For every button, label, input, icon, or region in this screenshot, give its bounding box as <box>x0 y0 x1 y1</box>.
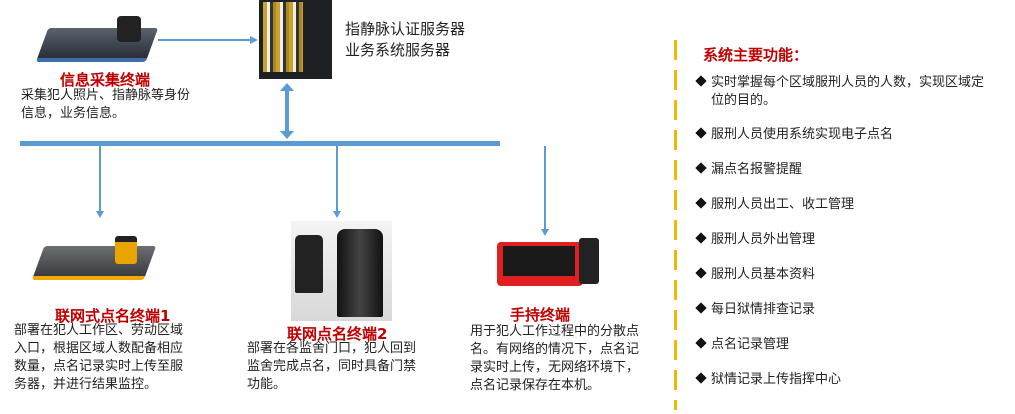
server-line: 业务系统服务器 <box>345 41 451 59</box>
feature-text: 漏点名报警提醒 <box>711 162 803 177</box>
arrow-head <box>333 211 341 218</box>
arrow-head <box>280 131 294 139</box>
arrow-head <box>541 229 549 236</box>
panel-divider <box>674 40 677 410</box>
desc-line: 采集犯人照片、指静脉等身份 <box>21 88 191 103</box>
feature-item: 服刑人员基本资料 <box>694 266 984 301</box>
arrow-head <box>96 211 104 218</box>
feature-item: 实时掌握每个区域服刑人员的人数，实现区域定位的目的。 <box>694 74 984 126</box>
server-line: 指静脉认证服务器 <box>345 20 466 38</box>
desc-line: 务器，并进行结果监控。 <box>14 377 158 392</box>
feature-text: 服刑人员使用系统实现电子点名 <box>711 127 894 142</box>
desc-line: 监舍完成点名，同时具备门禁 <box>247 359 417 374</box>
network-bus <box>20 141 500 146</box>
bus-to-terminal2-arrow <box>336 146 338 212</box>
diamond-bullet-icon <box>695 232 707 244</box>
feature-text: 位的目的。 <box>711 93 777 108</box>
feature-text: 实时掌握每个区域服刑人员的人数，实现区域定 <box>711 75 985 90</box>
arrow-head <box>280 83 294 91</box>
desc-line: 用于犯人工作过程中的分散点 <box>470 324 640 339</box>
terminal1-title: 联网式点名终端1 <box>55 307 171 325</box>
server-image <box>259 0 332 79</box>
terminal3-image <box>497 238 601 290</box>
feature-text: 点名记录管理 <box>711 337 790 352</box>
feature-text: 服刑人员外出管理 <box>711 232 816 247</box>
feature-text: 每日狱情排查记录 <box>711 302 816 317</box>
diamond-bullet-icon <box>695 267 707 279</box>
terminal3-desc: 用于犯人工作过程中的分散点 名。有网络的情况下，点名记 录实时上传，无网络环境下… <box>470 323 639 395</box>
collector-to-server-arrow <box>158 39 250 41</box>
diamond-bullet-icon <box>695 127 707 139</box>
desc-line: 信息，业务信息。 <box>21 106 126 121</box>
diamond-bullet-icon <box>695 75 707 87</box>
feature-item: 漏点名报警提醒 <box>694 161 984 196</box>
desc-line: 入口，根据区域人数配备相应 <box>14 341 184 356</box>
diamond-bullet-icon <box>695 162 707 174</box>
feature-item: 每日狱情排查记录 <box>694 301 984 336</box>
feature-item: 点名记录管理 <box>694 336 984 371</box>
desc-line: 录实时上传，无网络环境下， <box>470 360 640 375</box>
terminal2-image <box>291 221 392 321</box>
diamond-bullet-icon <box>695 302 707 314</box>
collector-device-image <box>35 14 159 70</box>
server-label: 指静脉认证服务器 业务系统服务器 <box>345 19 465 61</box>
collector-desc: 采集犯人照片、指静脉等身份 信息，业务信息。 <box>21 87 190 123</box>
feature-text: 服刑人员基本资料 <box>711 267 816 282</box>
desc-line: 点名记录保存在本机。 <box>470 378 601 393</box>
desc-line: 功能。 <box>247 377 287 392</box>
diamond-bullet-icon <box>695 372 707 384</box>
bus-to-terminal1-arrow <box>99 146 101 212</box>
feature-text: 狱情记录上传指挥中心 <box>711 372 842 387</box>
desc-line: 部署在犯人工作区、劳动区域 <box>14 323 184 338</box>
arrow-head <box>250 36 258 44</box>
terminal2-desc: 部署在各监舍门口，犯人回到 监舍完成点名，同时具备门禁 功能。 <box>247 340 416 394</box>
features-list: 实时掌握每个区域服刑人员的人数，实现区域定位的目的。 服刑人员使用系统实现电子点… <box>694 74 984 406</box>
server-bus-link <box>285 90 289 132</box>
desc-line: 名。有网络的情况下，点名记 <box>470 342 640 357</box>
feature-item: 服刑人员使用系统实现电子点名 <box>694 126 984 161</box>
feature-item: 狱情记录上传指挥中心 <box>694 371 984 406</box>
terminal1-image <box>30 228 158 290</box>
desc-line: 数量，点名记录实时上传至服 <box>14 359 184 374</box>
feature-item: 服刑人员外出管理 <box>694 231 984 266</box>
bus-to-terminal3-arrow <box>544 146 546 230</box>
collector-title: 信息采集终端 <box>60 71 151 89</box>
feature-text: 服刑人员出工、收工管理 <box>711 197 855 212</box>
terminal2-title: 联网点名终端2 <box>287 325 388 343</box>
feature-item: 服刑人员出工、收工管理 <box>694 196 984 231</box>
terminal3-title: 手持终端 <box>510 306 571 324</box>
desc-line: 部署在各监舍门口，犯人回到 <box>247 341 417 356</box>
diamond-bullet-icon <box>695 197 707 209</box>
terminal1-desc: 部署在犯人工作区、劳动区域 入口，根据区域人数配备相应 数量，点名记录实时上传至… <box>14 322 183 394</box>
features-title: 系统主要功能： <box>703 46 809 64</box>
diamond-bullet-icon <box>695 337 707 349</box>
